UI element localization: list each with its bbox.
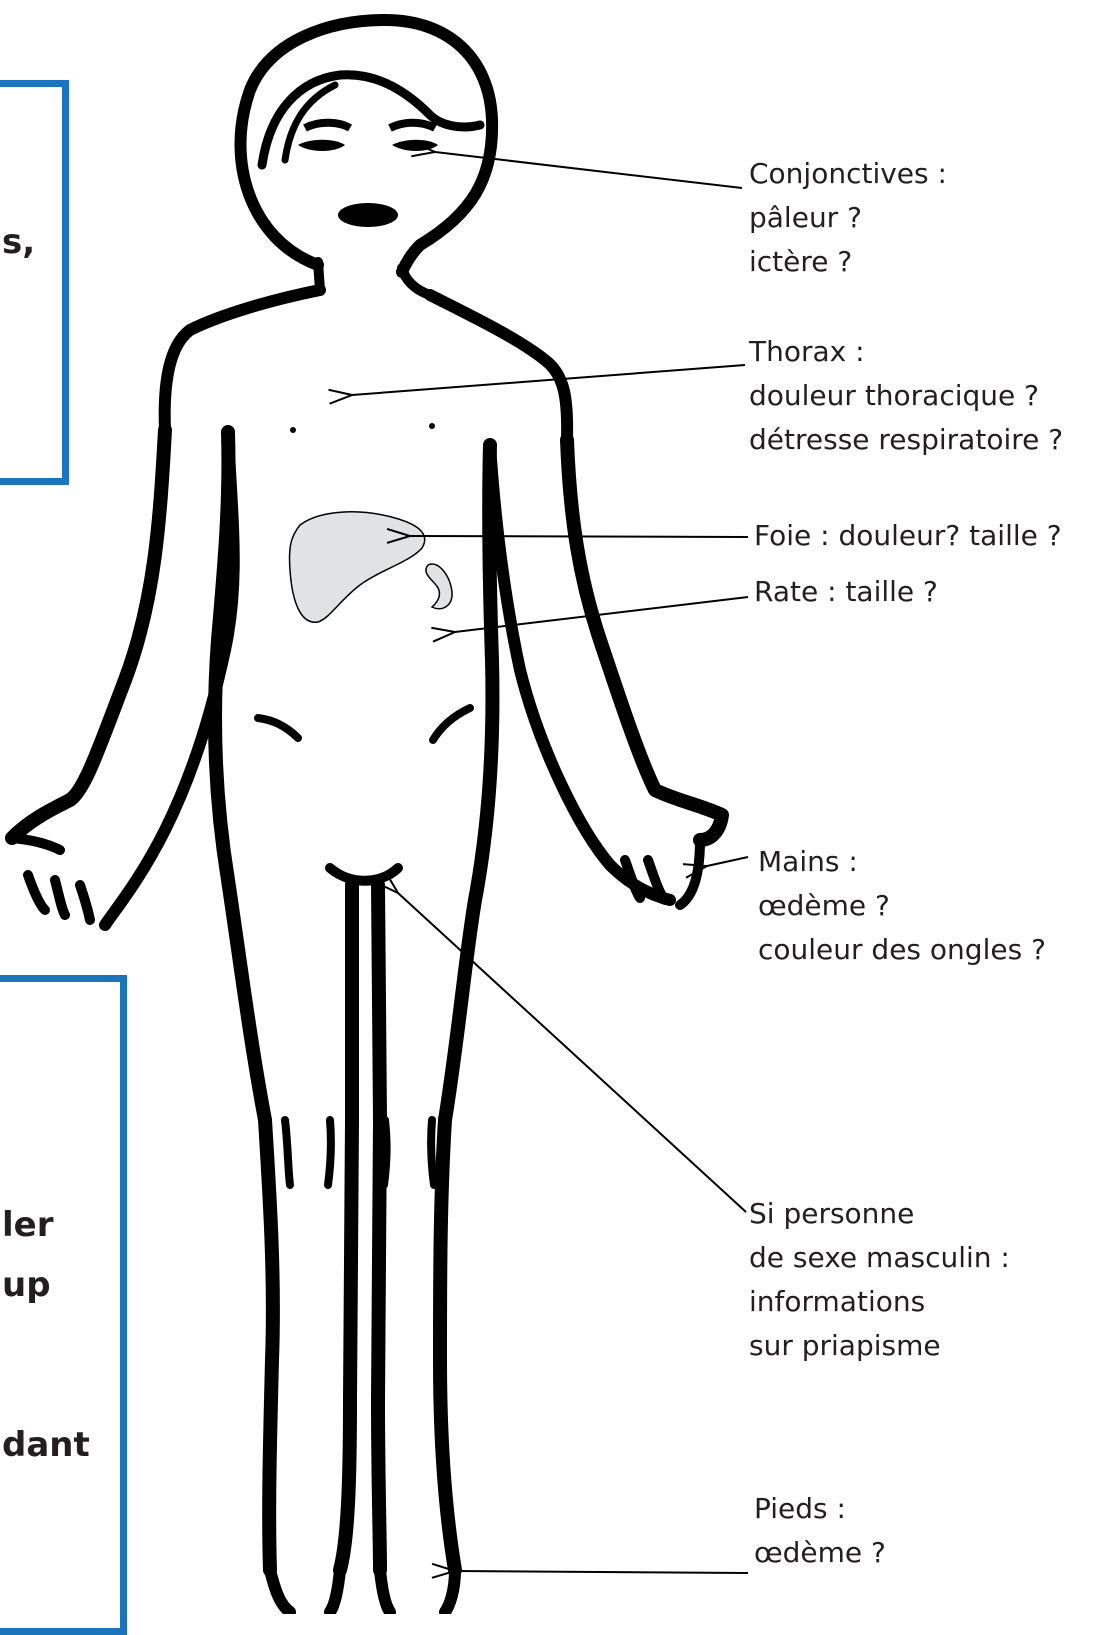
label-conjonctives-line: pâleur ? <box>749 196 947 240</box>
right-arm-outer <box>567 440 722 840</box>
label-conjonctives-line: Conjonctives : <box>749 152 947 196</box>
label-priapisme-line: Si personne <box>749 1192 1010 1236</box>
label-priapisme: Si personne de sexe masculin : informati… <box>749 1192 1010 1368</box>
label-mains-line: Mains : <box>758 840 1046 884</box>
left-hand <box>12 838 90 920</box>
label-foie-line: Foie : douleur? taille ? <box>754 514 1062 558</box>
right-eye <box>392 140 438 151</box>
right-shoulder <box>430 295 567 440</box>
right-brow <box>390 123 435 128</box>
hip-crease-right <box>433 708 470 740</box>
left-brow <box>305 123 350 128</box>
label-priapisme-line: informations <box>749 1280 1010 1324</box>
face <box>290 123 438 433</box>
feet <box>270 1570 455 1612</box>
label-thorax: Thorax : douleur thoracique ? détresse r… <box>749 330 1063 462</box>
right-hand <box>625 840 700 905</box>
label-mains-line: couleur des ongles ? <box>758 928 1046 972</box>
right-leg-inner <box>378 885 380 1570</box>
label-thorax-line: douleur thoracique ? <box>749 374 1063 418</box>
left-leg-outer <box>265 1120 273 1570</box>
left-arm-outer <box>12 430 165 838</box>
hip-crease-left <box>258 718 298 738</box>
knee-right <box>431 1120 434 1185</box>
label-pieds-line: œdème ? <box>754 1531 886 1575</box>
label-thorax-line: détresse respiratoire ? <box>749 418 1063 462</box>
knee-mid-left <box>328 1120 331 1185</box>
torso-left <box>215 432 265 1120</box>
left-leg-inner <box>340 885 352 1570</box>
label-foie: Foie : douleur? taille ? <box>754 514 1062 558</box>
right-leg-outer <box>440 1120 455 1570</box>
label-pieds: Pieds : œdème ? <box>754 1487 886 1575</box>
spleen-organ <box>426 564 452 609</box>
head-shape <box>241 20 493 272</box>
body-outline <box>12 20 722 1612</box>
left-shoulder <box>165 290 320 430</box>
crotch-curve <box>330 868 398 881</box>
right-arm-inner <box>490 445 670 900</box>
label-thorax-line: Thorax : <box>749 330 1063 374</box>
knee-mid-right <box>384 1120 387 1185</box>
left-eye <box>298 140 345 151</box>
label-priapisme-line: de sexe masculin : <box>749 1236 1010 1280</box>
label-conjonctives-line: ictère ? <box>749 240 947 284</box>
label-rate: Rate : taille ? <box>754 570 938 614</box>
label-mains-line: œdème ? <box>758 884 1046 928</box>
mouth <box>338 203 398 227</box>
torso-right <box>445 445 492 1120</box>
nipple-left <box>290 427 296 433</box>
label-conjonctives: Conjonctives : pâleur ? ictère ? <box>749 152 947 284</box>
pieds-pointer <box>455 1571 748 1573</box>
liver-organ <box>289 512 424 622</box>
label-rate-line: Rate : taille ? <box>754 570 938 614</box>
knee-left <box>285 1120 290 1185</box>
foie-pointer <box>410 536 748 537</box>
nipple-right <box>429 423 435 429</box>
mains-pointer <box>707 857 748 866</box>
label-mains: Mains : œdème ? couleur des ongles ? <box>758 840 1046 972</box>
label-pieds-line: Pieds : <box>754 1487 886 1531</box>
label-priapisme-line: sur priapisme <box>749 1324 1010 1368</box>
